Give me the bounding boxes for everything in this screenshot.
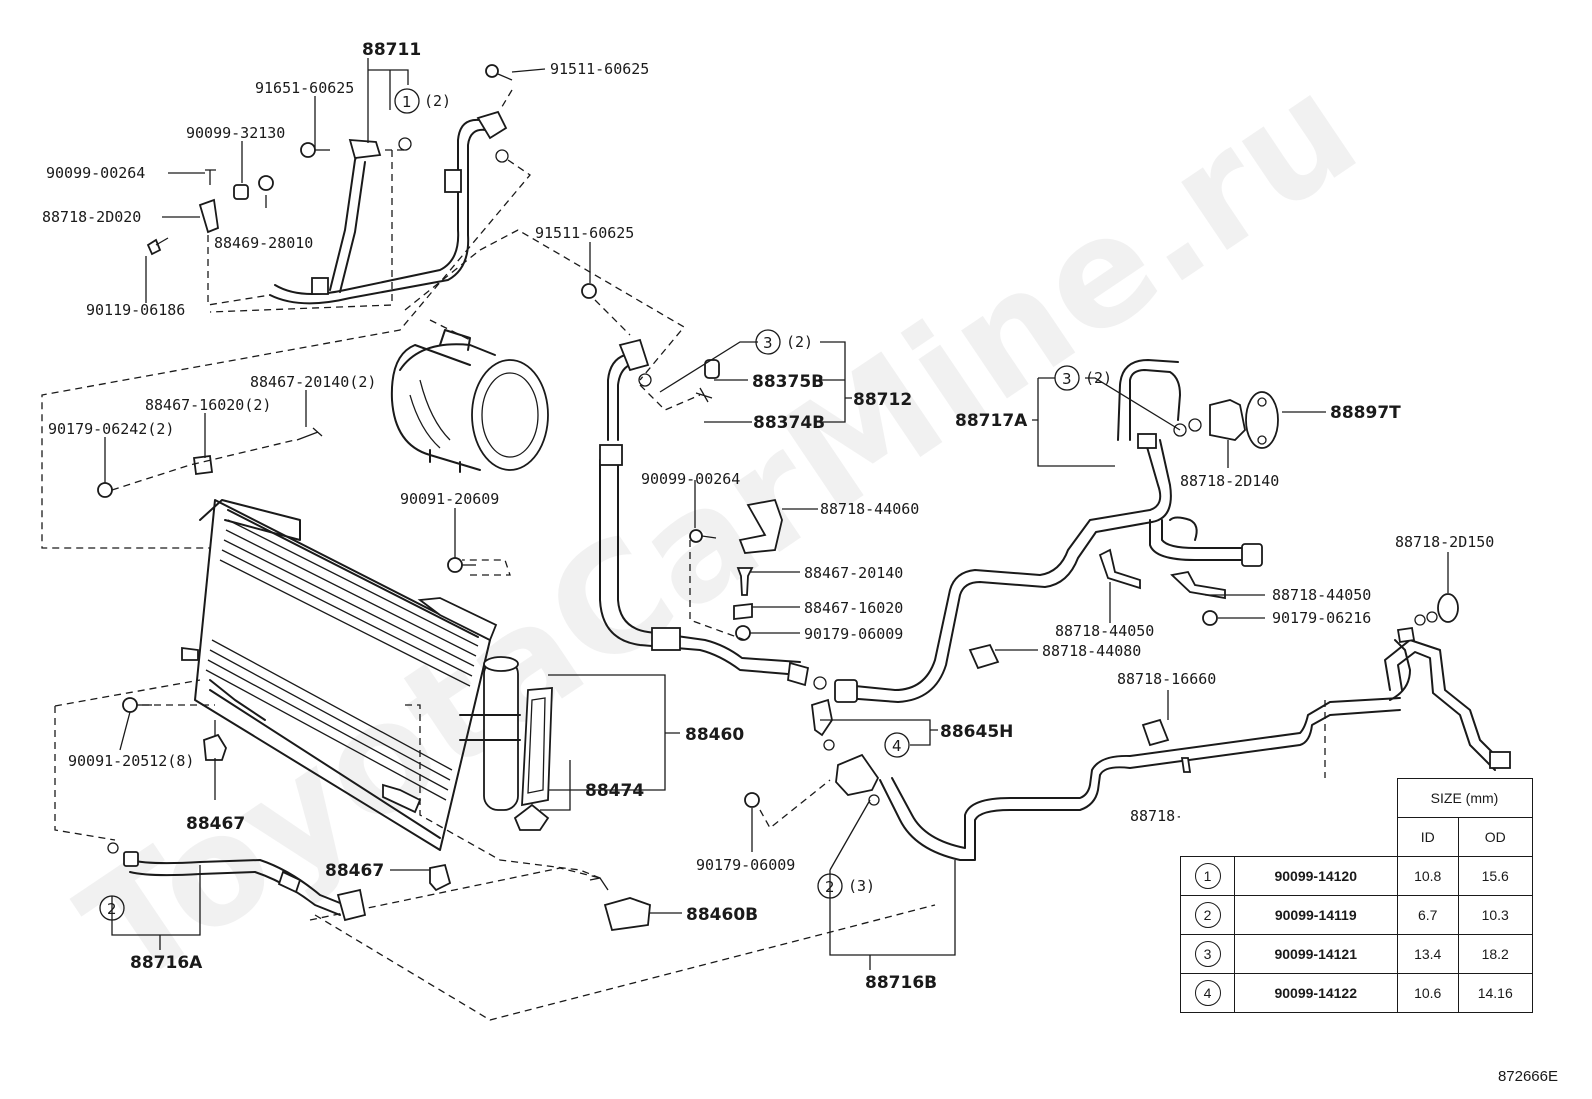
part-number: 90099-14121	[1234, 934, 1398, 974]
inner-diameter: 10.6	[1396, 973, 1459, 1013]
table-row: 3 90099-14121 13.4 18.2	[1180, 934, 1533, 974]
label-88718-2D150: 88718-2D150	[1395, 533, 1494, 551]
inner-diameter: 13.4	[1396, 934, 1459, 974]
label-90091-20609: 90091-20609	[400, 490, 499, 508]
label-88467-16020-2: 88467-16020(2)	[145, 396, 271, 414]
label-88460B: 88460B	[686, 905, 758, 925]
table-row: 1 90099-14120 10.8 15.6	[1180, 856, 1533, 896]
diagram-code: 872666E	[1497, 1068, 1558, 1085]
part-number: 90099-14119	[1234, 895, 1398, 935]
label-88897T: 88897T	[1330, 403, 1401, 423]
label-88718-44080: 88718-44080	[1042, 642, 1141, 660]
label-90091-20512-8: 90091-20512(8)	[68, 752, 194, 770]
label-90179-06009-b: 90179-06009	[696, 856, 795, 874]
label-88375B: 88375B	[752, 372, 824, 392]
hose-seal-size-table: SIZE (mm) ID OD 1 90099-14120 10.8 15.6 …	[1180, 778, 1533, 1013]
group-88711	[41, 64, 531, 549]
svg-text:2: 2	[825, 878, 835, 896]
size-table-subheader-row: ID OD	[1181, 817, 1533, 857]
group-88712	[581, 283, 827, 690]
label-90179-06009: 90179-06009	[804, 625, 903, 643]
group-88716A	[97, 427, 651, 931]
row-number: 1	[1194, 863, 1221, 889]
label-90119-06186: 90119-06186	[86, 301, 185, 319]
label-88718-44050-b: 88718-44050	[1272, 586, 1371, 604]
row-number: 3	[1194, 941, 1221, 967]
part-number: 90099-14122	[1234, 973, 1398, 1013]
label-88717A: 88717A	[955, 411, 1028, 431]
label-88469-28010: 88469-28010	[214, 234, 313, 252]
label-88645H: 88645H	[940, 722, 1013, 742]
outer-diameter: 18.2	[1457, 934, 1533, 974]
table-row: 2 90099-14119 6.7 10.3	[1180, 895, 1533, 935]
col-od-header: OD	[1457, 817, 1533, 857]
pressure-switch-block	[744, 698, 880, 829]
label-88711: 88711	[362, 40, 421, 60]
bracket-parts-right	[968, 548, 1226, 747]
label-88718-16660: 88718-16660	[1117, 670, 1216, 688]
label-90099-00264: 90099-00264	[46, 164, 145, 182]
row-number: 4	[1194, 980, 1221, 1006]
callout-1: 1 (2)	[394, 88, 451, 114]
leader-lines	[104, 58, 1449, 970]
svg-text:(2): (2)	[1085, 369, 1112, 387]
label-88467-20140-2: 88467-20140(2)	[250, 373, 376, 391]
svg-text:(3): (3)	[848, 877, 875, 895]
label-88718-44060: 88718-44060	[820, 500, 919, 518]
outer-diameter: 14.16	[1457, 973, 1533, 1013]
label-88467-20140: 88467-20140	[804, 564, 903, 582]
inner-diameter: 6.7	[1396, 895, 1459, 935]
clamp-parts-center	[689, 498, 783, 641]
label-88718-2D020: 88718-2D020	[42, 208, 141, 226]
label-88712: 88712	[853, 390, 912, 410]
outer-diameter: 10.3	[1457, 895, 1533, 935]
label-88467-a: 88467	[186, 814, 245, 834]
label-91511-60625: 91511-60625	[550, 60, 649, 78]
label-88716B: 88716B	[865, 973, 937, 993]
label-91651-60625: 91651-60625	[255, 79, 354, 97]
svg-text:(2): (2)	[786, 333, 813, 351]
callout-2a: 2	[99, 895, 125, 921]
row-number: 2	[1194, 902, 1221, 928]
part-number: 90099-14120	[1234, 856, 1398, 896]
label-88467-b: 88467	[325, 861, 384, 881]
label-88716A: 88716A	[130, 953, 203, 973]
size-header: SIZE (mm)	[1396, 778, 1533, 818]
label-90179-06216: 90179-06216	[1272, 609, 1371, 627]
svg-text:4: 4	[892, 737, 902, 755]
label-88718-44050-a: 88718-44050	[1055, 622, 1154, 640]
size-table-header-row: SIZE (mm)	[1181, 778, 1533, 818]
svg-text:1: 1	[402, 93, 412, 111]
part-labels: 88711 91511-60625 91651-60625 90099-3213…	[42, 40, 1494, 993]
label-90179-06242-2: 90179-06242(2)	[48, 420, 174, 438]
label-90099-32130: 90099-32130	[186, 124, 285, 142]
callout-4: 4	[884, 732, 910, 758]
label-88374B: 88374B	[753, 413, 825, 433]
svg-text:3: 3	[763, 334, 773, 352]
svg-text:2: 2	[107, 900, 117, 918]
label-88718-2D140: 88718-2D140	[1180, 472, 1279, 490]
table-row: 4 90099-14122 10.6 14.16	[1180, 973, 1533, 1013]
label-90099-00264-b: 90099-00264	[641, 470, 740, 488]
compressor	[390, 229, 685, 473]
label-88467-16020: 88467-16020	[804, 599, 903, 617]
svg-text:(2): (2)	[424, 92, 451, 110]
liquid-pipe	[834, 359, 1279, 703]
svg-text:3: 3	[1062, 370, 1072, 388]
label-88474: 88474	[585, 781, 644, 801]
col-id-header: ID	[1396, 817, 1459, 857]
label-91511-60625-b: 91511-60625	[535, 224, 634, 242]
label-88460: 88460	[685, 725, 744, 745]
callout-2b: 2 (3)	[817, 873, 875, 899]
inner-diameter: 10.8	[1396, 856, 1459, 896]
desiccant	[513, 687, 553, 831]
callout-3b: 3 (2)	[1054, 365, 1112, 391]
outer-diameter: 15.6	[1457, 856, 1533, 896]
callout-3a: 3 (2)	[755, 329, 813, 355]
